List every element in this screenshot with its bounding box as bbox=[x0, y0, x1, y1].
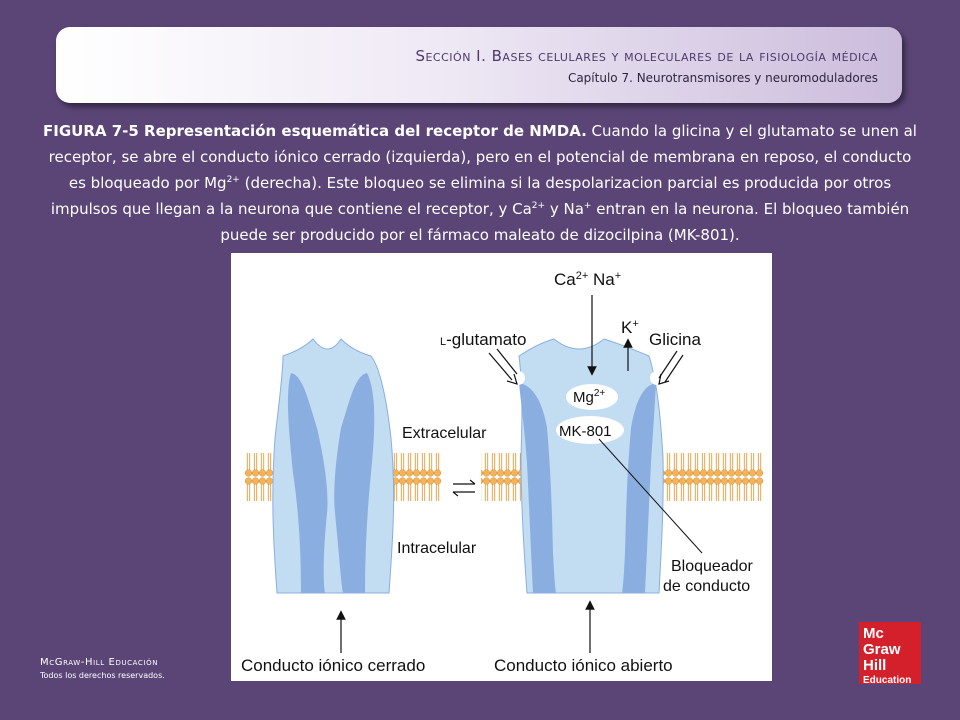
nmda-figure: Mg2+ MK-801 Ca2+ Na+ K+ L-glutamato Glic… bbox=[231, 253, 772, 681]
mg-label: Mg2+ bbox=[573, 388, 605, 406]
logo-line-3: Hill bbox=[863, 657, 887, 674]
caption-text-2: (derecha). Este bloqueo se elimina si la… bbox=[50, 174, 892, 218]
mk801-label: MK-801 bbox=[559, 423, 612, 440]
glycine-label: Glicina bbox=[649, 330, 702, 349]
caption-sup-3: + bbox=[583, 201, 592, 211]
k-label: K+ bbox=[621, 318, 639, 337]
caption-text-4: entran en la neurona. El bloqueo también… bbox=[220, 200, 910, 244]
intracellular-label: Intracelular bbox=[397, 540, 477, 557]
caption-text-3: y Na bbox=[545, 200, 584, 218]
glycine-arrow bbox=[658, 350, 684, 383]
footer: McGraw-Hill Educación Todos los derechos… bbox=[40, 657, 165, 680]
figure-caption: FIGURA 7-5 Representación esquemática de… bbox=[40, 118, 920, 248]
publisher-name: McGraw-Hill Educación bbox=[40, 657, 159, 668]
blocker-label-2: de conducto bbox=[663, 578, 750, 595]
ions-label: Ca2+ Na+ bbox=[554, 270, 621, 289]
closed-channel bbox=[272, 338, 395, 594]
logo-line-4: Education bbox=[863, 675, 912, 686]
open-channel-label: Conducto iónico abierto bbox=[494, 656, 673, 675]
equilibrium-arrows bbox=[452, 479, 476, 497]
section-title: Sección I. Bases celulares y moleculares… bbox=[415, 47, 878, 65]
logo-line-2: Graw bbox=[863, 641, 901, 658]
blocker-label-1: Bloqueador bbox=[671, 558, 754, 575]
caption-sup-2: 2+ bbox=[531, 201, 546, 211]
header-band: Sección I. Bases celulares y moleculares… bbox=[56, 27, 902, 103]
glutamate-label: L-glutamato bbox=[440, 330, 526, 349]
caption-label: FIGURA 7-5 Representación esquemática de… bbox=[43, 122, 587, 140]
blocker-pointer bbox=[598, 438, 703, 554]
chapter-title: Capítulo 7. Neurotransmisores y neuromod… bbox=[567, 71, 878, 85]
nmda-diagram: Mg2+ MK-801 Ca2+ Na+ K+ L-glutamato Glic… bbox=[241, 270, 763, 675]
logo-line-1: Mc bbox=[863, 625, 884, 642]
rights-text: Todos los derechos reservados. bbox=[40, 671, 165, 680]
mg-ion bbox=[566, 384, 618, 410]
caption-sup-1: 2+ bbox=[226, 175, 240, 185]
caption-text-1: Cuando la glicina y el glutamato se unen… bbox=[48, 122, 917, 192]
mk801-molecule bbox=[556, 416, 624, 444]
closed-channel-label: Conducto iónico cerrado bbox=[241, 656, 425, 675]
open-channel bbox=[511, 338, 664, 594]
glutamate-arrow bbox=[488, 348, 518, 381]
extracellular-label: Extracelular bbox=[402, 425, 487, 442]
mcgraw-hill-logo: Mc Graw Hill Education bbox=[859, 622, 921, 686]
